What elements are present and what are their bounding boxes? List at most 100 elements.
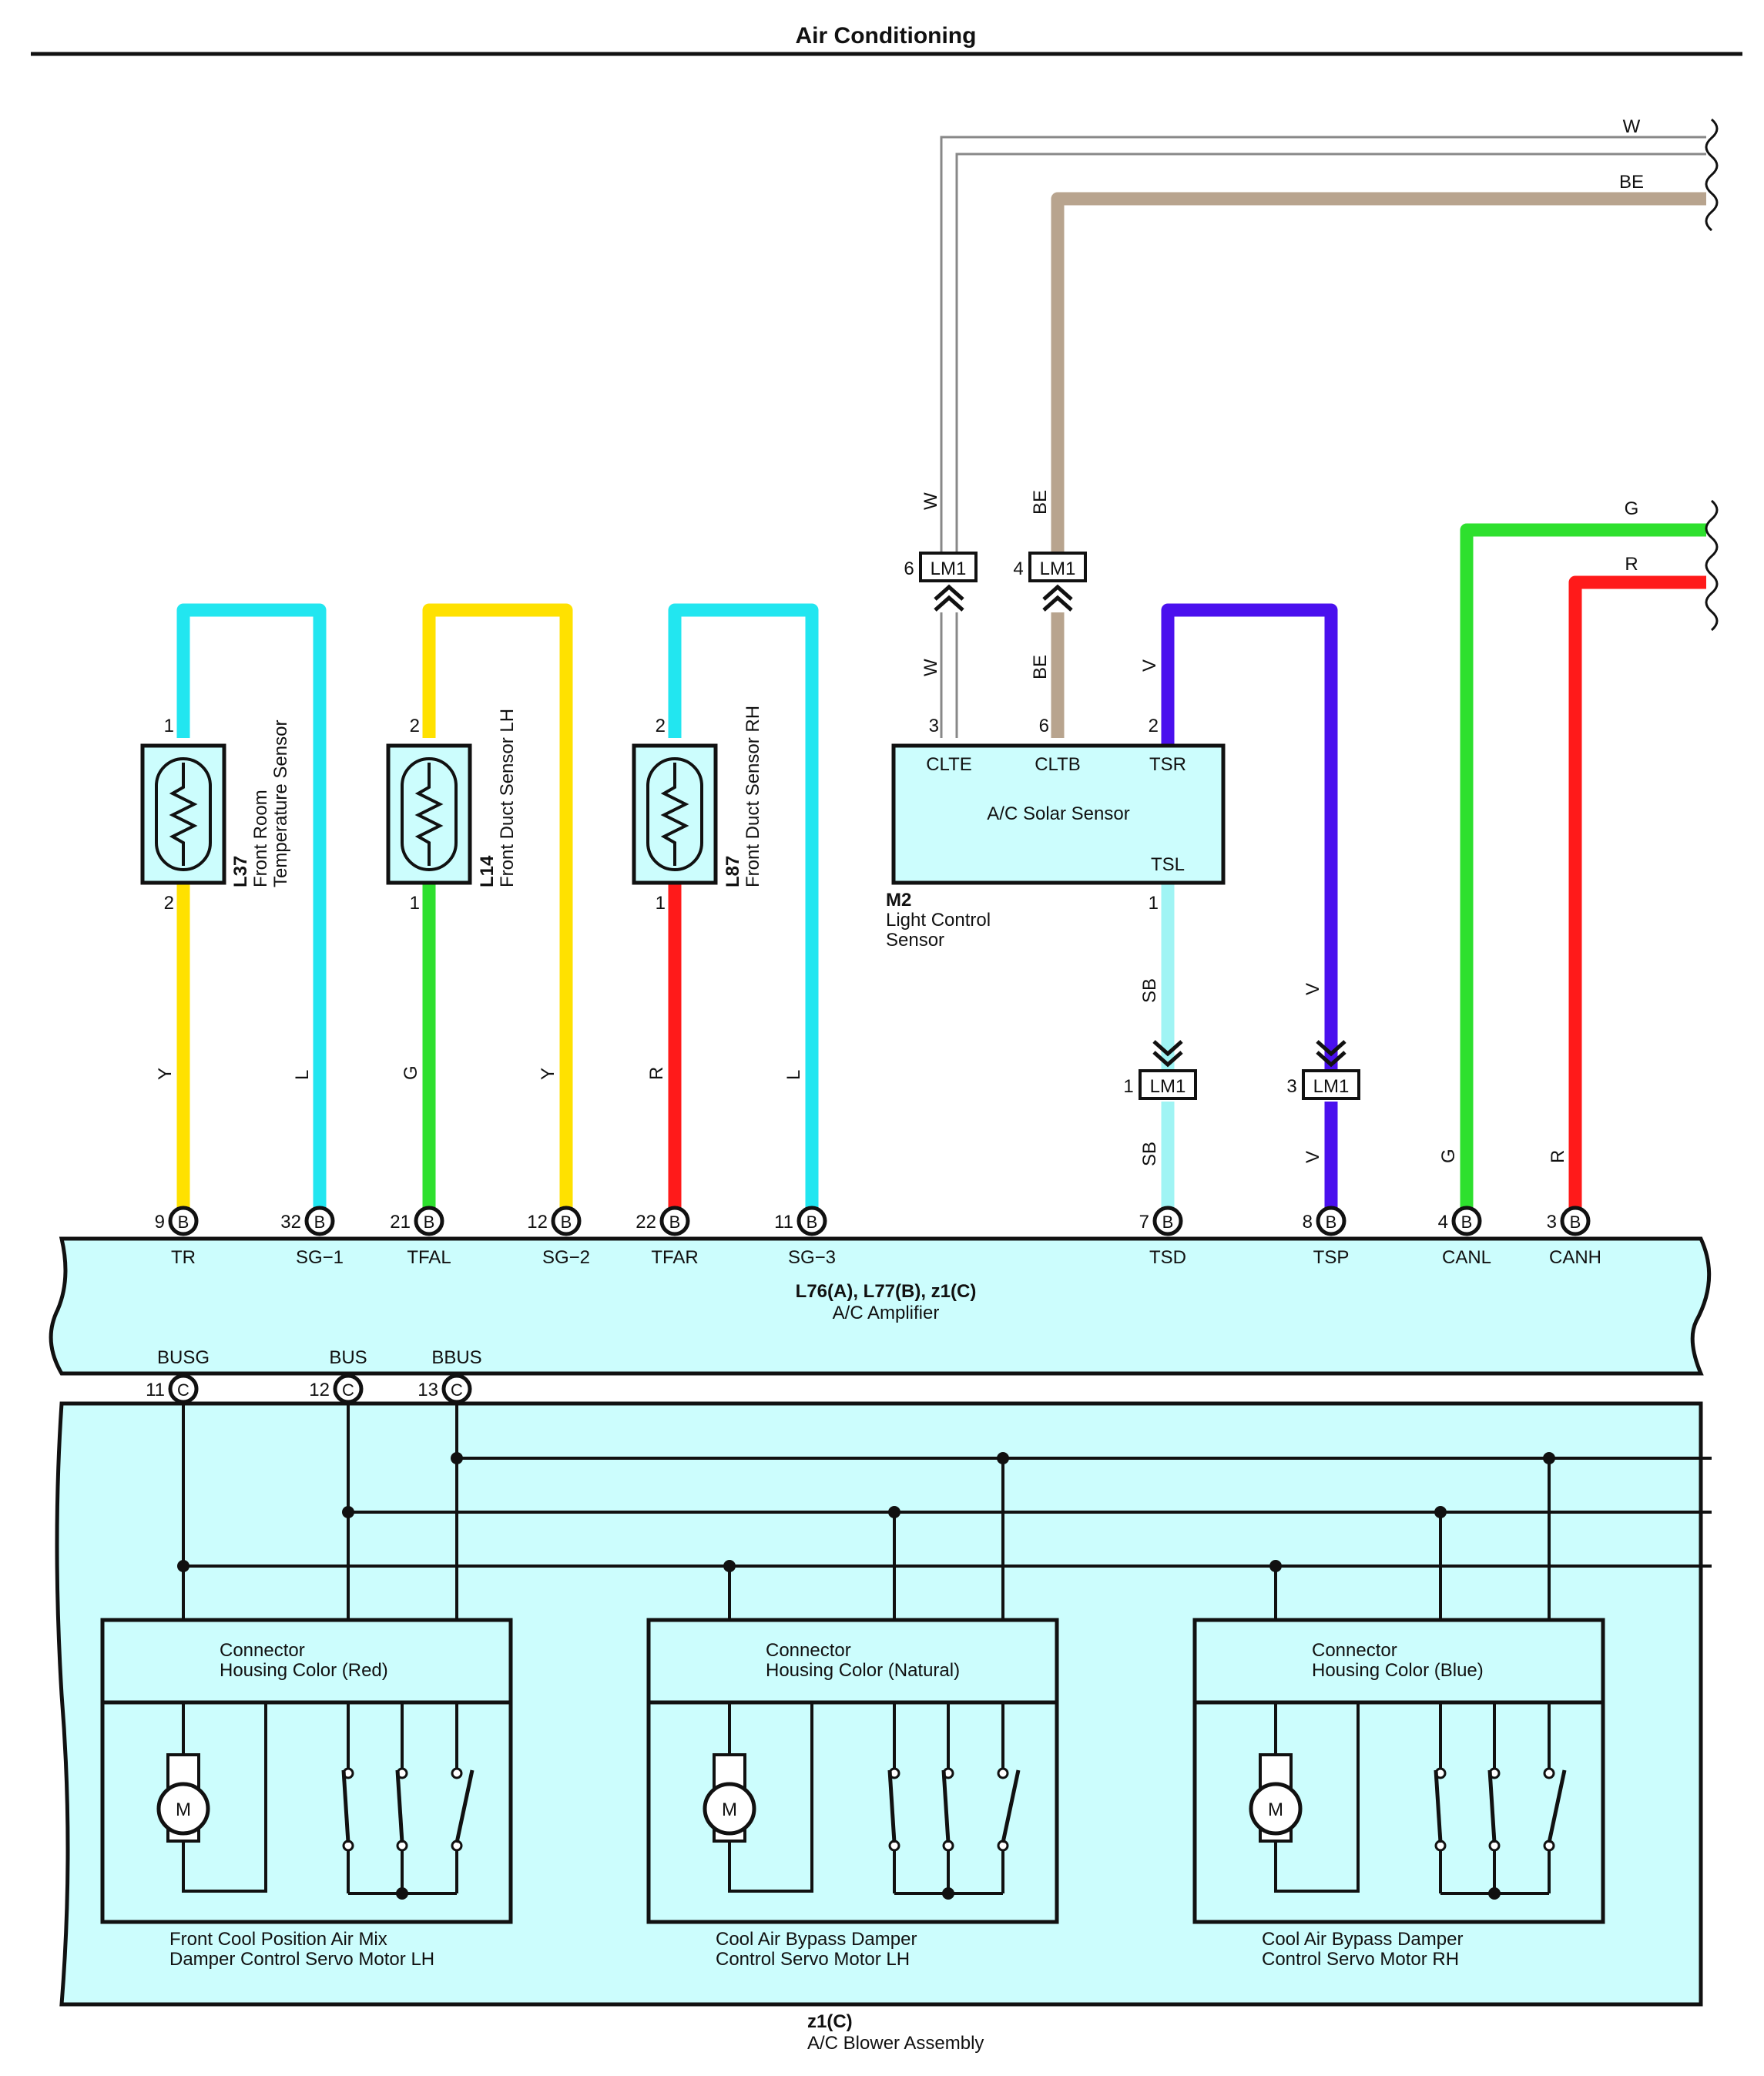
motor-name: Cool Air Bypass Damper [716,1929,917,1950]
node [1543,1452,1555,1464]
wire-label-r-lower: R [1548,1150,1568,1163]
wire-label: G [401,1065,421,1080]
terminal-connector: B [424,1212,435,1232]
lm1-pin: 1 [1123,1076,1133,1097]
motor-name-2: Control Servo Motor LH [716,1949,910,1970]
pin-clte: 3 [929,716,939,736]
terminal-connector: B [1326,1212,1337,1232]
motor-name: Front Cool Position Air Mix [169,1929,387,1950]
amplifier-code: L76(A), L77(B), z1(C) [796,1281,977,1302]
thermistor-icon [155,757,212,871]
pin-top: 2 [410,716,420,736]
thermistor-icon [646,757,703,871]
wire-label-sb-lower: SB [1139,1142,1160,1166]
wire-label: Y [538,1068,558,1080]
lm1-label: LM1 [1313,1076,1350,1097]
switch-icon [395,1769,404,1843]
terminal-pin: 4 [1438,1212,1448,1233]
lm1-box [1302,1069,1360,1100]
wire-label-be-lower: BE [1030,655,1051,679]
ac-amplifier: L76(A), L77(B), z1(C) A/C Amplifier [49,1236,1712,1376]
terminal-circle [1152,1206,1183,1236]
lm1-pin: 6 [904,558,914,579]
wire-label: Y [155,1068,176,1080]
terminal-clte: CLTE [926,754,972,775]
solar-sensor: CLTE CLTB TSR TSL A/C Solar Sensor 3 6 2… [886,716,1226,951]
page-title: Air Conditioning [796,23,977,49]
sensor-name: Front Duct Sensor LH [497,709,518,887]
connector-label: Connector [220,1640,305,1661]
terminal-pin: 9 [155,1212,165,1233]
solar-sensor-body [891,743,1226,885]
break-symbol-top [1705,118,1719,232]
motor-icon [156,1782,210,1836]
terminal-circle [168,1206,199,1236]
pin-tsr: 2 [1149,716,1159,736]
wire-label-g-lower: G [1438,1149,1459,1163]
wire-w-outer [940,136,1706,555]
terminal-name: TSD [1149,1247,1186,1268]
sensor-name: Front Duct Sensor RH [743,706,763,887]
sensor-l87: 2 1 L87 Front Duct Sensor RH R L [632,706,804,1080]
terminal-pin: 3 [1547,1212,1557,1233]
switch-icon [1434,1769,1443,1843]
pin-top: 2 [656,716,666,736]
node [396,1887,408,1900]
pin-bottom: 2 [164,893,174,914]
switch-contact [451,1767,463,1779]
wire-label: L [292,1070,313,1080]
terminal-circle [1451,1206,1482,1236]
solar-name-2: Sensor [886,930,944,951]
lm1-arrow-icon [1152,1040,1183,1068]
wire-be [1051,192,1706,555]
terminal-tsr: TSR [1149,754,1186,775]
wire-label-be-upper: BE [1030,490,1051,515]
terminal-circle [796,1206,827,1236]
junction-lm1-v: LM1 3 [1286,1040,1360,1100]
terminal-circle [551,1206,582,1236]
terminal-pin: 22 [636,1212,656,1233]
lm1-pin: 3 [1286,1076,1296,1097]
wire-label: R [646,1067,667,1080]
terminal-name: TFAL [407,1247,451,1268]
motor-name-2: Damper Control Servo Motor LH [169,1949,434,1970]
terminal-name: SG−1 [296,1247,344,1268]
wire-label: L [783,1070,804,1080]
node [177,1560,189,1572]
junction-lm1-sb: LM1 1 [1123,1040,1197,1100]
switch-icon [454,1769,475,1843]
terminal-name: CANL [1442,1247,1491,1268]
lm1-box [1139,1069,1197,1100]
terminal-circle [414,1206,444,1236]
wire-l14-yellow [422,603,573,1221]
wire-g-canl [1460,523,1706,1221]
terminal-connector: B [1461,1212,1473,1232]
node [997,1452,1009,1464]
terminal-tsl: TSL [1151,854,1185,875]
sensor-l37: 1 2 L37 Front Room Temperature Sensor Y … [140,716,313,1080]
switch-icon [341,1769,350,1843]
wire-label-v-mid: V [1303,983,1323,995]
switch-icon [1547,1769,1567,1843]
bus-lines [182,1402,1712,1622]
lm1-box [1028,552,1087,582]
terminal-pin: 12 [309,1380,330,1400]
node [342,1506,354,1518]
wire-l37-cyan [176,603,327,1221]
sensor-name-2: Temperature Sensor [270,720,291,887]
motor-icon [1249,1782,1303,1836]
wire-v-tsr [1161,603,1338,1071]
switch-contact [997,1767,1009,1779]
lm1-arrow-icon [934,584,964,612]
motor-name: Cool Air Bypass Damper [1262,1929,1463,1950]
switch-icon [941,1769,951,1843]
